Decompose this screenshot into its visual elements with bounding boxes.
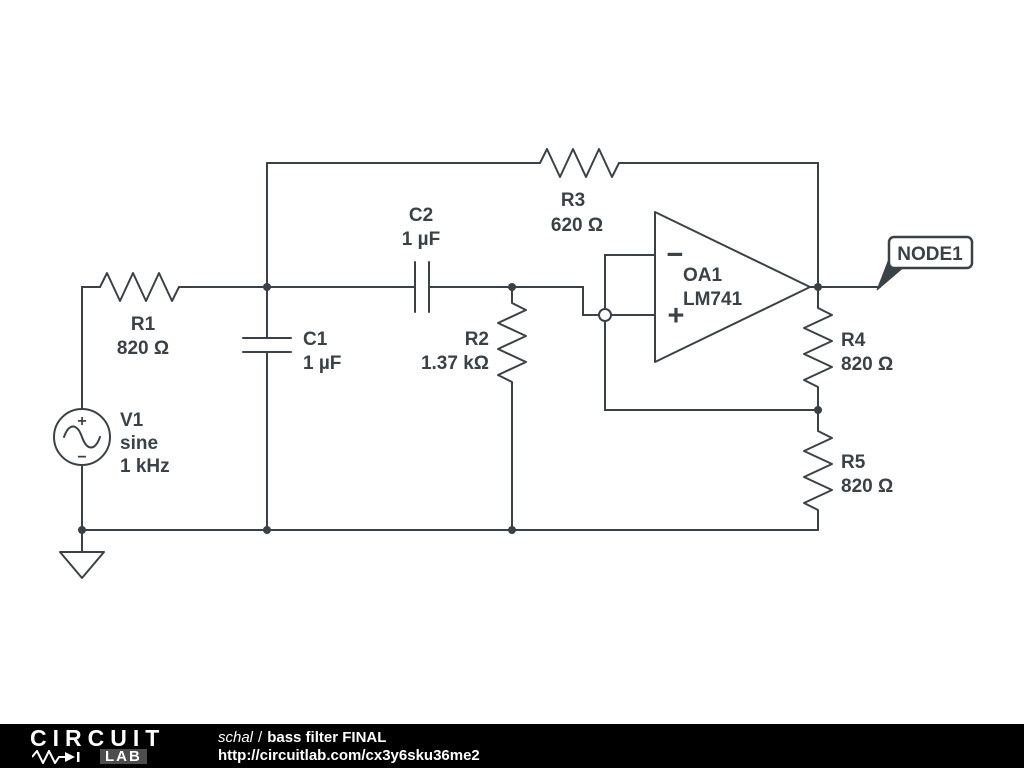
resistor-R1-value: 820 Ω [117,338,169,359]
resistor-R3-symbol[interactable] [539,148,620,178]
node-flag-label: NODE1 [897,244,963,265]
opamp-OA1[interactable]: − + OA1 LM741 [654,211,811,363]
wires [81,162,881,553]
junction-dot-output [814,283,822,291]
source-V1-plus-sign: + [77,413,86,430]
capacitor-C2[interactable]: C2 1 µF [402,205,440,313]
resistor-R1-name: R1 [131,314,156,335]
breadcrumb-title[interactable]: bass filter FINAL [267,728,387,746]
capacitor-C2-value: 1 µF [402,229,440,250]
logo-resistor-icon [32,749,80,764]
opamp-OA1-triangle[interactable] [654,211,811,363]
opamp-OA1-name: OA1 [683,265,723,286]
schematic-url[interactable]: http://circuitlab.com/cx3y6sku36me2 [218,746,480,764]
node-flag-NODE1[interactable]: NODE1 [876,235,974,291]
resistor-R5-name: R5 [841,452,866,473]
schematic-canvas: + − V1 sine 1 kHz R1 820 Ω C1 1 µF C2 1 … [53,148,974,579]
resistor-R3-name: R3 [561,190,585,211]
source-V1-name: V1 [120,410,144,431]
junction-dots [78,283,822,534]
resistor-R2[interactable]: R2 1.37 kΩ [421,286,527,531]
junction-dot-nodeB [508,283,516,291]
node-flag-box[interactable] [887,235,974,270]
source-V1-kind: sine [120,433,158,454]
wire-crossing-hop [598,308,612,322]
opamp-OA1-value: LM741 [683,289,743,310]
resistor-R4[interactable]: R4 820 Ω [803,286,893,411]
wire-feedback-minus [604,254,819,411]
junction-dot-r4-r5 [814,406,822,414]
source-V1-freq: 1 kHz [120,456,170,477]
wire-v1-to-r1 [81,286,101,410]
logo-circuit-text: CIRCUIT [30,725,166,751]
resistor-R2-symbol[interactable] [497,286,527,531]
logo-lab-text: LAB [100,749,147,764]
capacitor-C1-value: 1 µF [303,353,341,374]
junction-dot-rail-c1 [263,526,271,534]
resistor-R2-value: 1.37 kΩ [421,353,489,374]
capacitor-C1-name: C1 [303,329,328,350]
resistor-R3[interactable]: R3 620 Ω [539,148,620,236]
resistor-R3-value: 620 Ω [551,215,603,236]
junction-dot-rail-v1 [78,526,86,534]
source-V1[interactable]: + − V1 sine 1 kHz [53,408,170,477]
opamp-OA1-minus-input-sign: − [667,239,684,271]
breadcrumb-user[interactable]: schal [218,728,254,746]
footer-bar: CIRCUIT LAB schal/bass filter FINAL http… [0,724,1024,768]
wire-c2-to-opamp-plus [428,286,656,316]
source-V1-minus-sign: − [77,449,86,466]
resistor-R1-symbol[interactable] [99,272,180,302]
resistor-R5-symbol[interactable] [803,409,833,531]
opamp-OA1-plus-input-sign: + [668,300,685,332]
resistor-R4-symbol[interactable] [803,286,833,411]
resistor-R1[interactable]: R1 820 Ω [99,272,180,359]
junction-dot-nodeA [263,283,271,291]
junction-dot-rail-r2 [508,526,516,534]
resistor-R5-value: 820 Ω [841,476,893,497]
resistor-R4-value: 820 Ω [841,354,893,375]
capacitor-C2-name: C2 [409,205,433,226]
source-V1-sine-wave [63,425,101,449]
resistor-R2-name: R2 [465,329,489,350]
resistor-R5[interactable]: R5 820 Ω [803,409,893,531]
circuitlab-logo[interactable]: CIRCUIT LAB [30,725,202,764]
breadcrumb-separator: / [258,728,263,746]
resistor-R4-name: R4 [841,330,866,351]
capacitor-C1[interactable]: C1 1 µF [242,329,341,374]
breadcrumb: schal/bass filter FINAL [218,729,480,746]
ground-symbol[interactable] [59,551,105,579]
wire-top-right [618,162,819,288]
ground-triangle[interactable] [59,551,105,579]
